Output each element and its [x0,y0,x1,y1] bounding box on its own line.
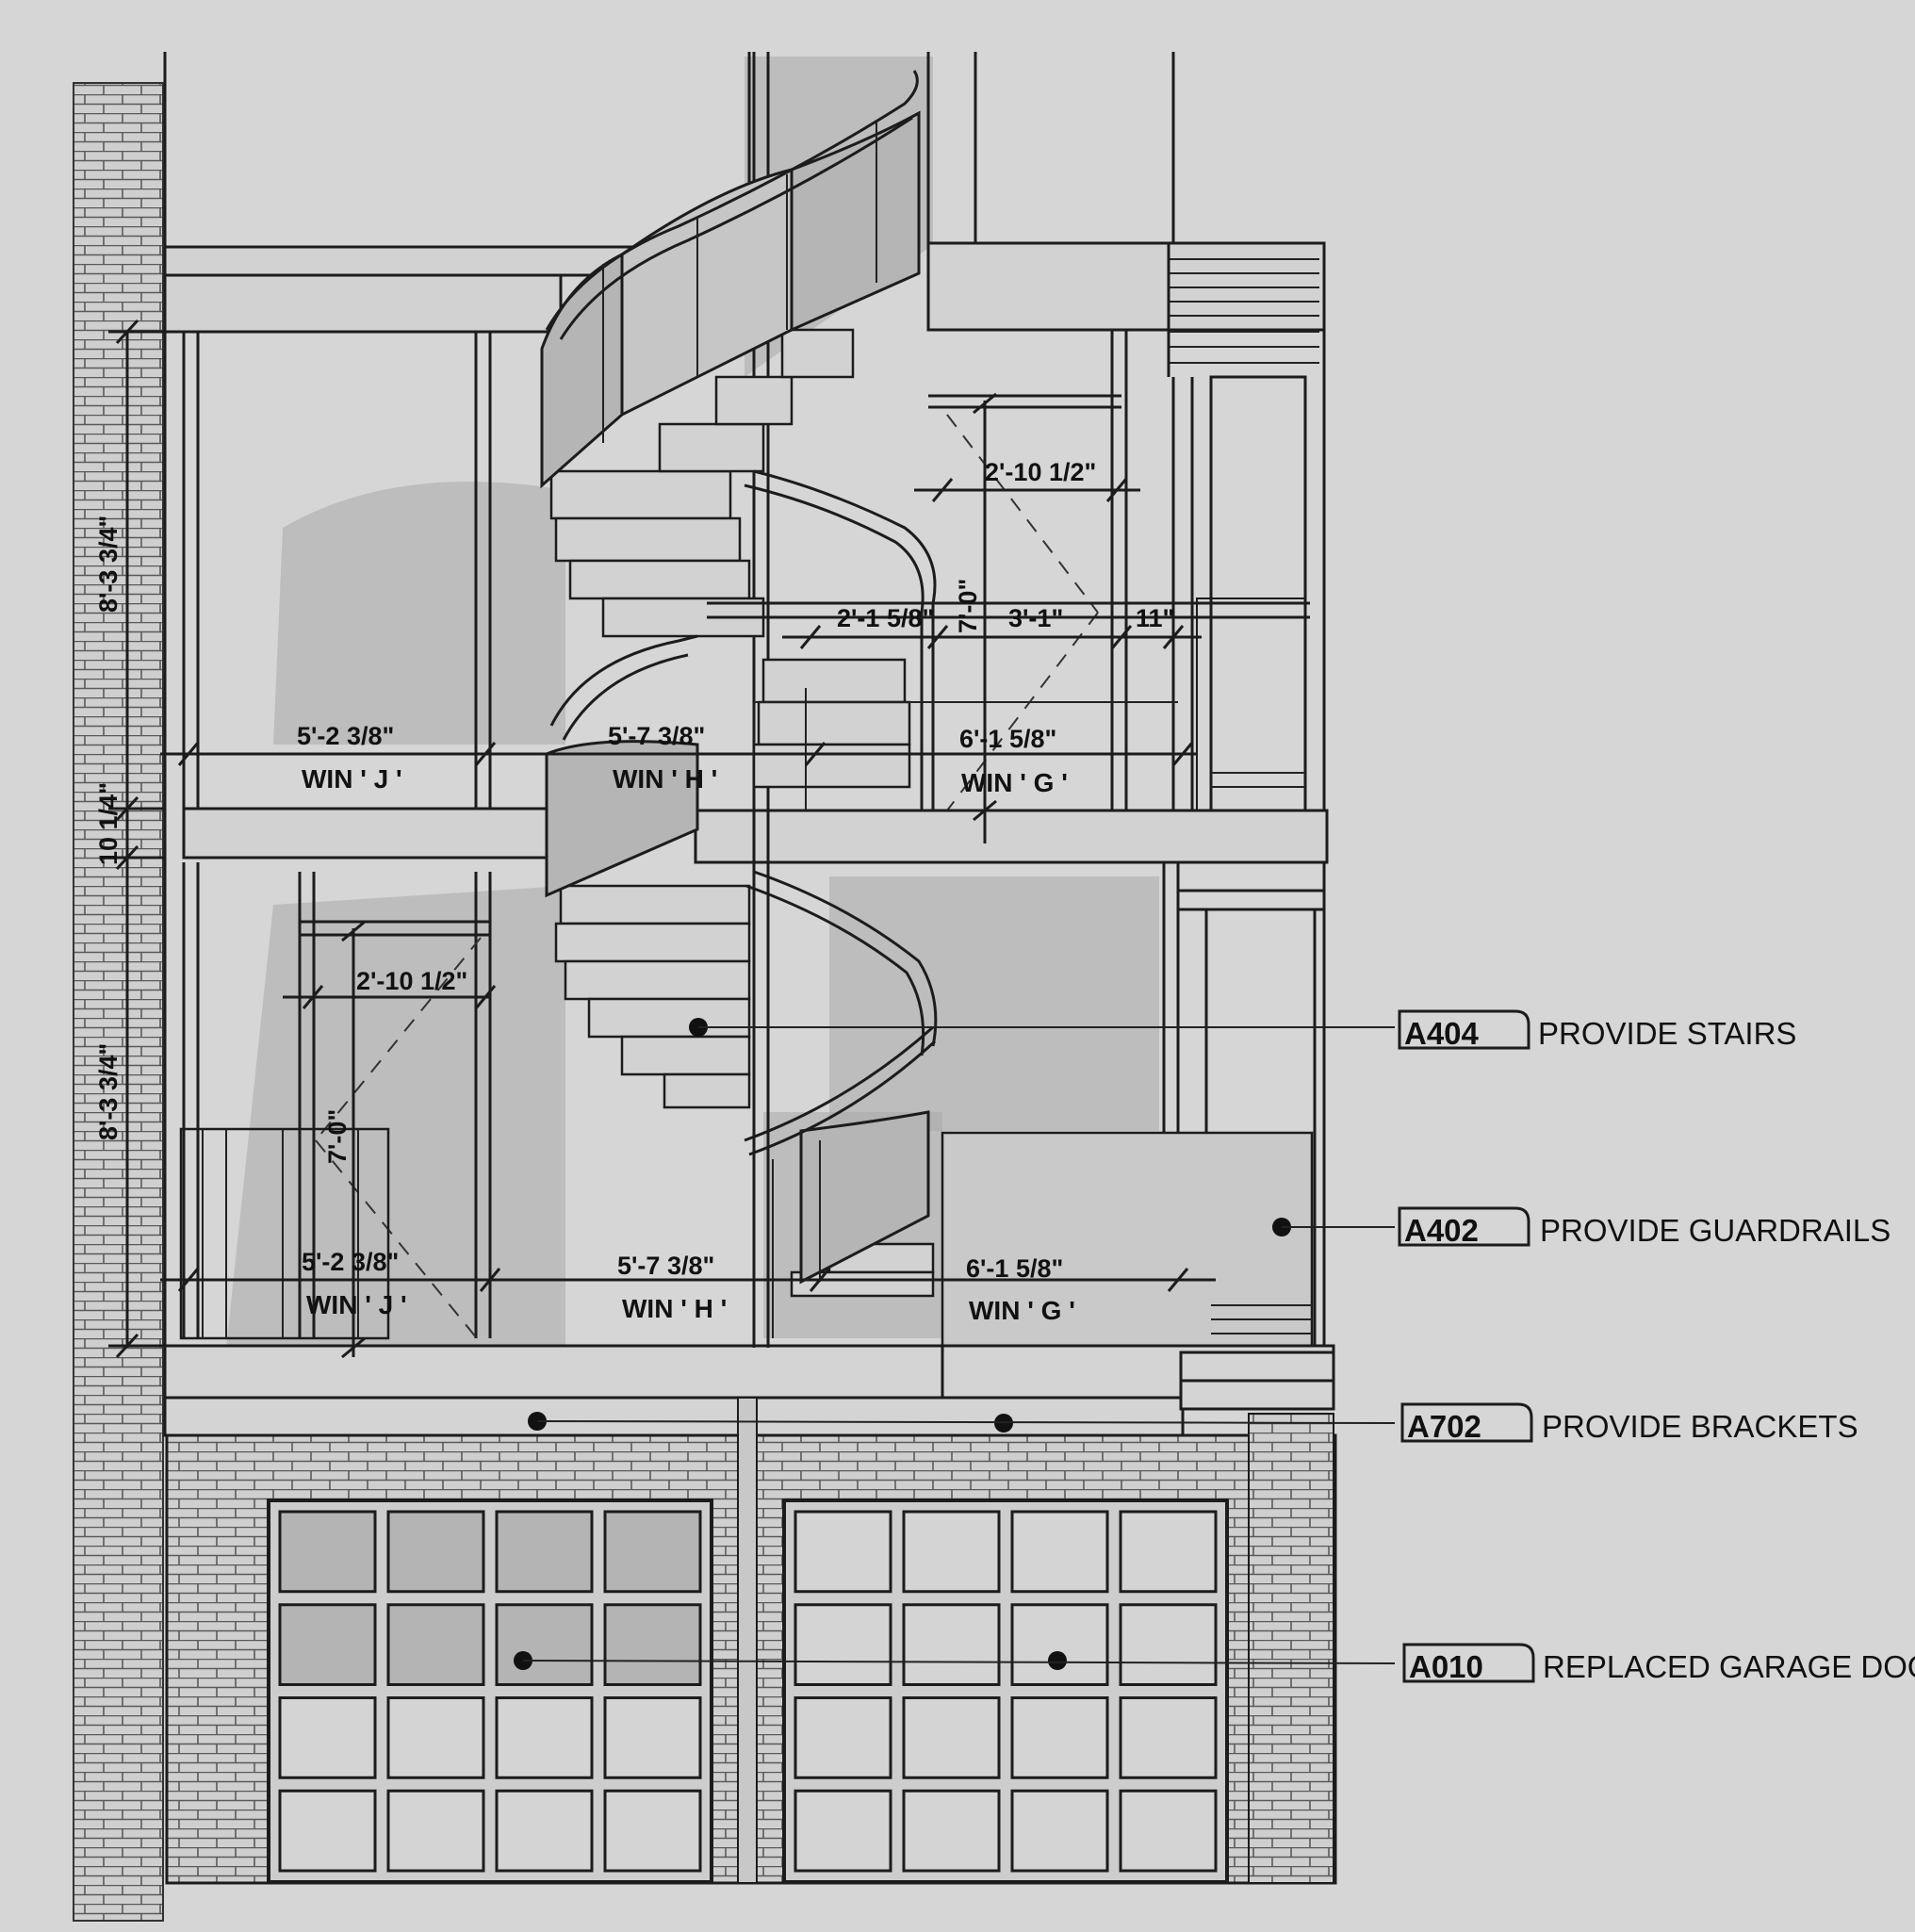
keynote-code: A702 [1407,1409,1481,1444]
garage-door-panel [794,1603,892,1686]
garage-door-panel [902,1603,1001,1686]
keynote-a010: A010 REPLACED GARAGE DOORS [1402,1643,1915,1684]
left-brick-wall [73,82,164,1922]
keynote-code: A404 [1404,1016,1480,1051]
keynote-code: A010 [1409,1649,1483,1684]
win-j-lower-label: WIN ' J ' [306,1290,407,1319]
dim-upper-door-width: 2'-10 1/2" [985,458,1096,486]
garage-door-panel [1010,1696,1109,1779]
keynote-leaders [514,1018,1396,1670]
garage-door-panel [1119,1789,1218,1873]
dim-upper-height: 8'-3 3/4" [94,516,123,613]
garage-door-panel [794,1789,892,1873]
garage-door-panel [1119,1696,1218,1779]
win-h-lower-label: WIN ' H ' [622,1294,727,1323]
dim-upper-seg3: 11" [1136,604,1174,632]
garage-door-panel [794,1510,892,1594]
garage-door-panel [1010,1603,1109,1686]
garage-door-panel [278,1603,377,1686]
dim-upper-seg1: 2'-1 5/8" [837,604,934,632]
win-g-upper-width: 6'-1 5/8" [959,725,1056,753]
dimension-lines [108,319,1216,1359]
garage-door-panel [495,1789,594,1873]
dimension-labels: 8'-3 3/4" 10 1/4" 8'-3 3/4" 2'-10 1/2" 7… [94,458,1174,1325]
dim-lower-door-height: 7'-0" [323,1109,352,1164]
win-h-lower-width: 5'-7 3/8" [617,1252,714,1280]
garage-door-panel [1010,1510,1109,1594]
win-g-lower-label: WIN ' G ' [969,1296,1075,1325]
dim-upper-seg2: 3'-1" [1008,604,1063,632]
leader-dot-garage-right [1048,1651,1067,1670]
dim-lower-door-width: 2'-10 1/2" [356,967,467,995]
garage-door-panel [603,1696,702,1779]
garage-door-panel [495,1510,594,1594]
spiral-stair [540,52,1310,1348]
keynote-text: PROVIDE BRACKETS [1542,1409,1858,1444]
garage-door-panel [495,1603,594,1686]
garage-door-panel [603,1510,702,1594]
garage-door-panel [1119,1603,1218,1686]
garage-door-panel [1010,1789,1109,1873]
garage-door-panel [794,1696,892,1779]
keynote-a402: A402 PROVIDE GUARDRAILS [1398,1206,1890,1248]
dim-upper-door-height: 7'-0" [954,579,982,633]
keynote-a702: A702 PROVIDE BRACKETS [1400,1402,1858,1444]
win-j-upper-width: 5'-2 3/8" [297,722,394,750]
garage-door-panel [902,1510,1001,1594]
garage-door-panel [386,1696,485,1779]
garage-door-panel [603,1789,702,1873]
garage-door-panel [278,1789,377,1873]
win-h-upper-width: 5'-7 3/8" [608,722,705,750]
garage-door-panel [902,1696,1001,1779]
garage-door-panel [386,1603,485,1686]
keynote-text: PROVIDE GUARDRAILS [1540,1213,1890,1248]
garage-door-panel [902,1789,1001,1873]
keynote-text: REPLACED GARAGE DOORS [1543,1649,1915,1684]
garage-doors [267,1498,1229,1884]
win-g-lower-width: 6'-1 5/8" [966,1254,1063,1283]
garage-door-panel [603,1603,702,1686]
keynote-text: PROVIDE STAIRS [1538,1016,1796,1051]
win-h-upper-label: WIN ' H ' [613,764,717,794]
keynote-a404: A404 PROVIDE STAIRS [1398,1009,1796,1051]
garage-door-panel [386,1510,485,1594]
win-j-lower-width: 5'-2 3/8" [302,1248,399,1276]
garage-door-panel [278,1510,377,1594]
keynote-code: A402 [1404,1213,1479,1248]
keynote-tags: A404 PROVIDE STAIRS A402 PROVIDE GUARDRA… [1398,1009,1915,1684]
garage-door-panel [386,1789,485,1873]
dim-floor-thickness: 10 1/4" [94,782,123,865]
garage-door-panel [495,1696,594,1779]
win-j-upper-label: WIN ' J ' [302,764,402,794]
garage-door-panel [1119,1510,1218,1594]
garage-door-panel [278,1696,377,1779]
win-g-upper-label: WIN ' G ' [961,768,1068,797]
dim-lower-height: 8'-3 3/4" [94,1043,123,1140]
